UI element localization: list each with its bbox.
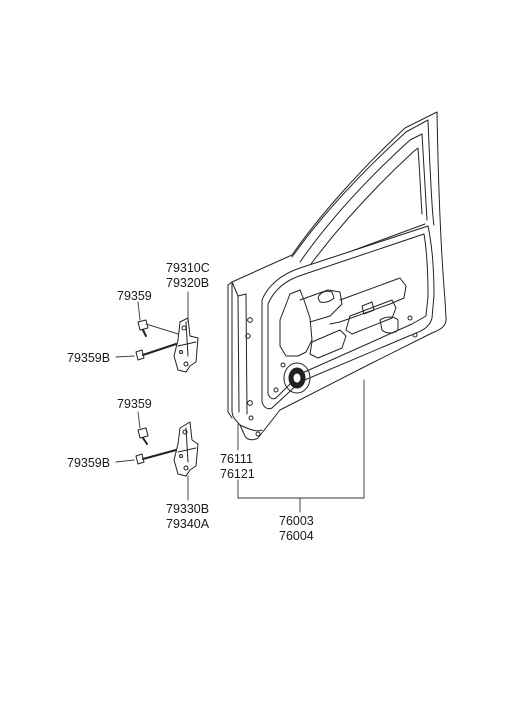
label-lower-hinge: 79330B 79340A [166,502,209,532]
label-upper-hinge-line2: 79320B [166,276,210,290]
label-lower-hinge-line2: 79340A [166,517,210,531]
lower-bolt-79359 [137,427,149,445]
upper-bolt-79359 [137,319,179,337]
label-door-assembly-line1: 76003 [279,514,314,528]
label-door-panel-line1: 76111 [220,452,253,466]
label-lower-hinge-line1: 79330B [166,502,210,516]
label-door-assembly-line2: 76004 [279,529,314,543]
label-upper-bolt-b: 79359B [67,351,111,365]
label-lower-bolt-b: 79359B [67,456,111,470]
label-door-panel-line2: 76121 [220,467,255,481]
door-inner-panel [261,225,435,410]
leader-lines [115,291,365,513]
upper-hinge [173,317,199,373]
label-upper-bolt: 79359 [117,289,152,303]
label-door-panel: 76111 76121 [220,452,255,482]
label-lower-bolt: 79359 [117,397,152,411]
label-upper-hinge: 79310C 79320B [166,261,210,291]
upper-bolt-79359b [135,343,177,361]
label-upper-hinge-line1: 79310C [166,261,210,275]
lower-hinge [173,421,199,477]
label-door-assembly: 76003 76004 [279,514,314,544]
lower-bolt-79359b [135,449,177,465]
